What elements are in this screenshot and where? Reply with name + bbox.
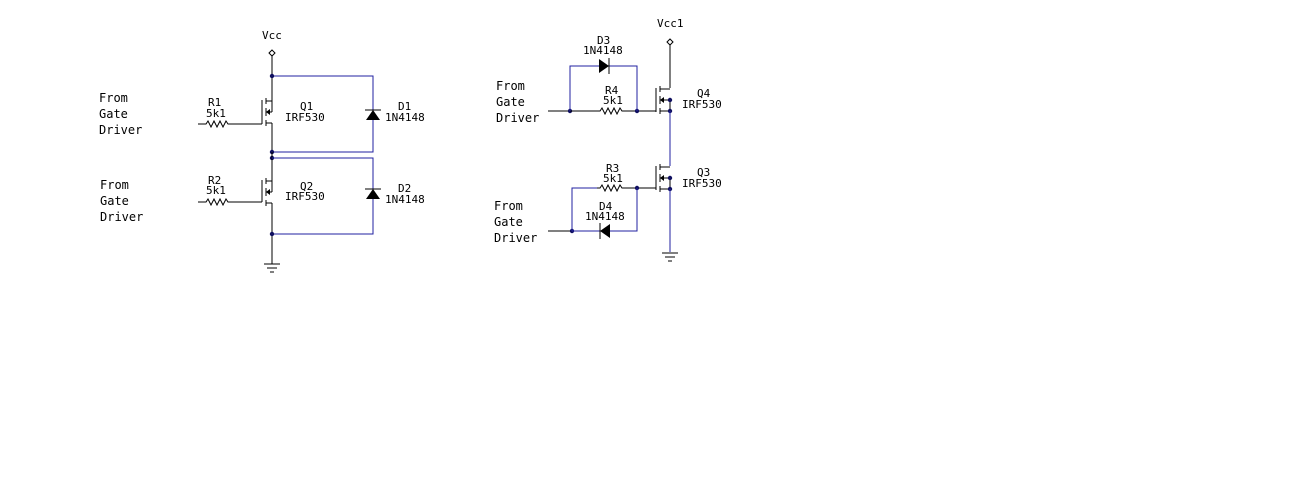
d1-part: 1N4148 — [385, 111, 425, 124]
vcc-label: Vcc — [262, 29, 282, 42]
input-label-line2: Gate — [100, 194, 129, 208]
d3-ref: D3 — [597, 34, 610, 47]
diode-icon — [599, 58, 610, 74]
r1-ref: R1 — [208, 96, 221, 109]
right-circuit: Vcc1 Q4 IRF530 — [494, 17, 722, 262]
r2-value: 5k1 — [206, 184, 226, 197]
d3-part: 1N4148 — [583, 44, 623, 57]
r3-value: 5k1 — [603, 172, 623, 185]
d1-ref: D1 — [398, 100, 411, 113]
resistor-icon — [202, 198, 232, 206]
input-label-line2: Gate — [496, 95, 525, 109]
r1-value: 5k1 — [206, 107, 226, 120]
d4-part: 1N4148 — [585, 210, 625, 223]
q1-ref: Q1 — [300, 100, 313, 113]
input-label-line3: Driver — [496, 111, 539, 125]
input-label-line2: Gate — [99, 107, 128, 121]
supply-terminal-icon — [268, 49, 276, 76]
mosfet-icon — [655, 164, 671, 192]
diode-icon — [365, 109, 381, 120]
resistor-icon — [596, 107, 626, 115]
mosfet-icon — [261, 98, 273, 152]
input-label-line3: Driver — [494, 231, 537, 245]
q1-part: IRF530 — [285, 111, 325, 124]
q4-part: IRF530 — [682, 98, 722, 111]
q4-ref: Q4 — [697, 87, 711, 100]
input-label-line2: Gate — [494, 215, 523, 229]
input-label-line1: From — [494, 199, 523, 213]
input-label-line3: Driver — [100, 210, 143, 224]
q3-ref: Q3 — [697, 166, 710, 179]
input-label-line1: From — [496, 79, 525, 93]
ground-icon — [662, 252, 678, 262]
r2-ref: R2 — [208, 174, 221, 187]
q2-part: IRF530 — [285, 190, 325, 203]
r4-value: 5k1 — [603, 94, 623, 107]
ground-icon — [264, 260, 280, 273]
mosfet-icon — [261, 178, 273, 260]
resistor-icon — [596, 184, 626, 192]
q2-ref: Q2 — [300, 180, 313, 193]
input-label-line3: Driver — [99, 123, 142, 137]
diode-icon — [365, 188, 381, 199]
diode-icon — [599, 223, 610, 239]
node-dot — [667, 175, 673, 181]
q3-part: IRF530 — [682, 177, 722, 190]
d4-ref: D4 — [599, 200, 613, 213]
input-label-line1: From — [100, 178, 129, 192]
node-dot — [269, 73, 275, 79]
left-circuit: Vcc Q1 IRF530 R1 5k1 F — [99, 29, 425, 273]
node-dot — [269, 231, 275, 237]
r3-ref: R3 — [606, 162, 619, 175]
d2-ref: D2 — [398, 182, 411, 195]
d2-part: 1N4148 — [385, 193, 425, 206]
resistor-icon — [202, 120, 232, 128]
supply-terminal-icon — [666, 38, 674, 88]
node-dot — [667, 97, 673, 103]
input-label-line1: From — [99, 91, 128, 105]
r4-ref: R4 — [605, 84, 619, 97]
vcc1-label: Vcc1 — [657, 17, 684, 30]
